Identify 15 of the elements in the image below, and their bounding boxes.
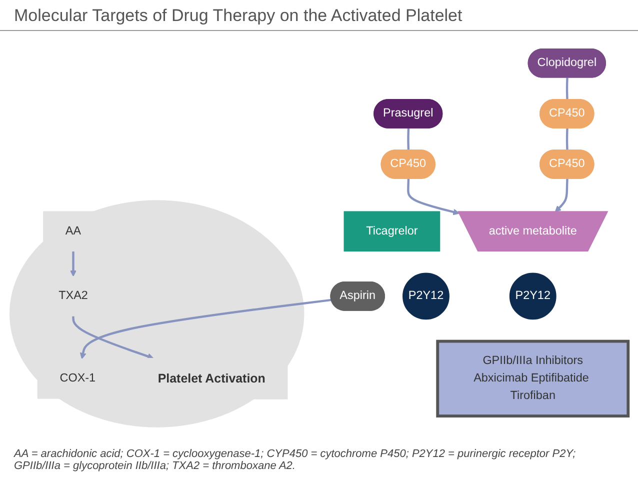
diagram-title: Molecular Targets of Drug Therapy on the Activated Platelet — [0, 0, 638, 31]
caption: AA = arachidonic acid; COX-1 = cyclooxygenase-1; CYP450 = cytochrome P450; P2Y12 = purinergic receptor P2Y; GPIIb/IIIa = glycoprotein IIb/IIIa; TXA2 = thromboxane A2. — [12, 447, 577, 474]
arrow — [407, 178, 460, 216]
node-text: TXA2 — [58, 290, 88, 302]
node-box: Ticagrelor — [344, 211, 440, 252]
arrow — [72, 316, 154, 360]
node-circle: P2Y12 — [402, 272, 450, 320]
node-circle: P2Y12 — [509, 272, 556, 320]
connector — [566, 78, 568, 100]
connector — [566, 128, 568, 150]
arrow — [554, 178, 568, 212]
node-box: GPIIb/IIIa Inhibitors Abxicimab Eptifibatide Tirofiban — [436, 340, 630, 418]
connector — [407, 128, 410, 150]
arrow — [80, 298, 332, 360]
arrow — [70, 251, 76, 277]
